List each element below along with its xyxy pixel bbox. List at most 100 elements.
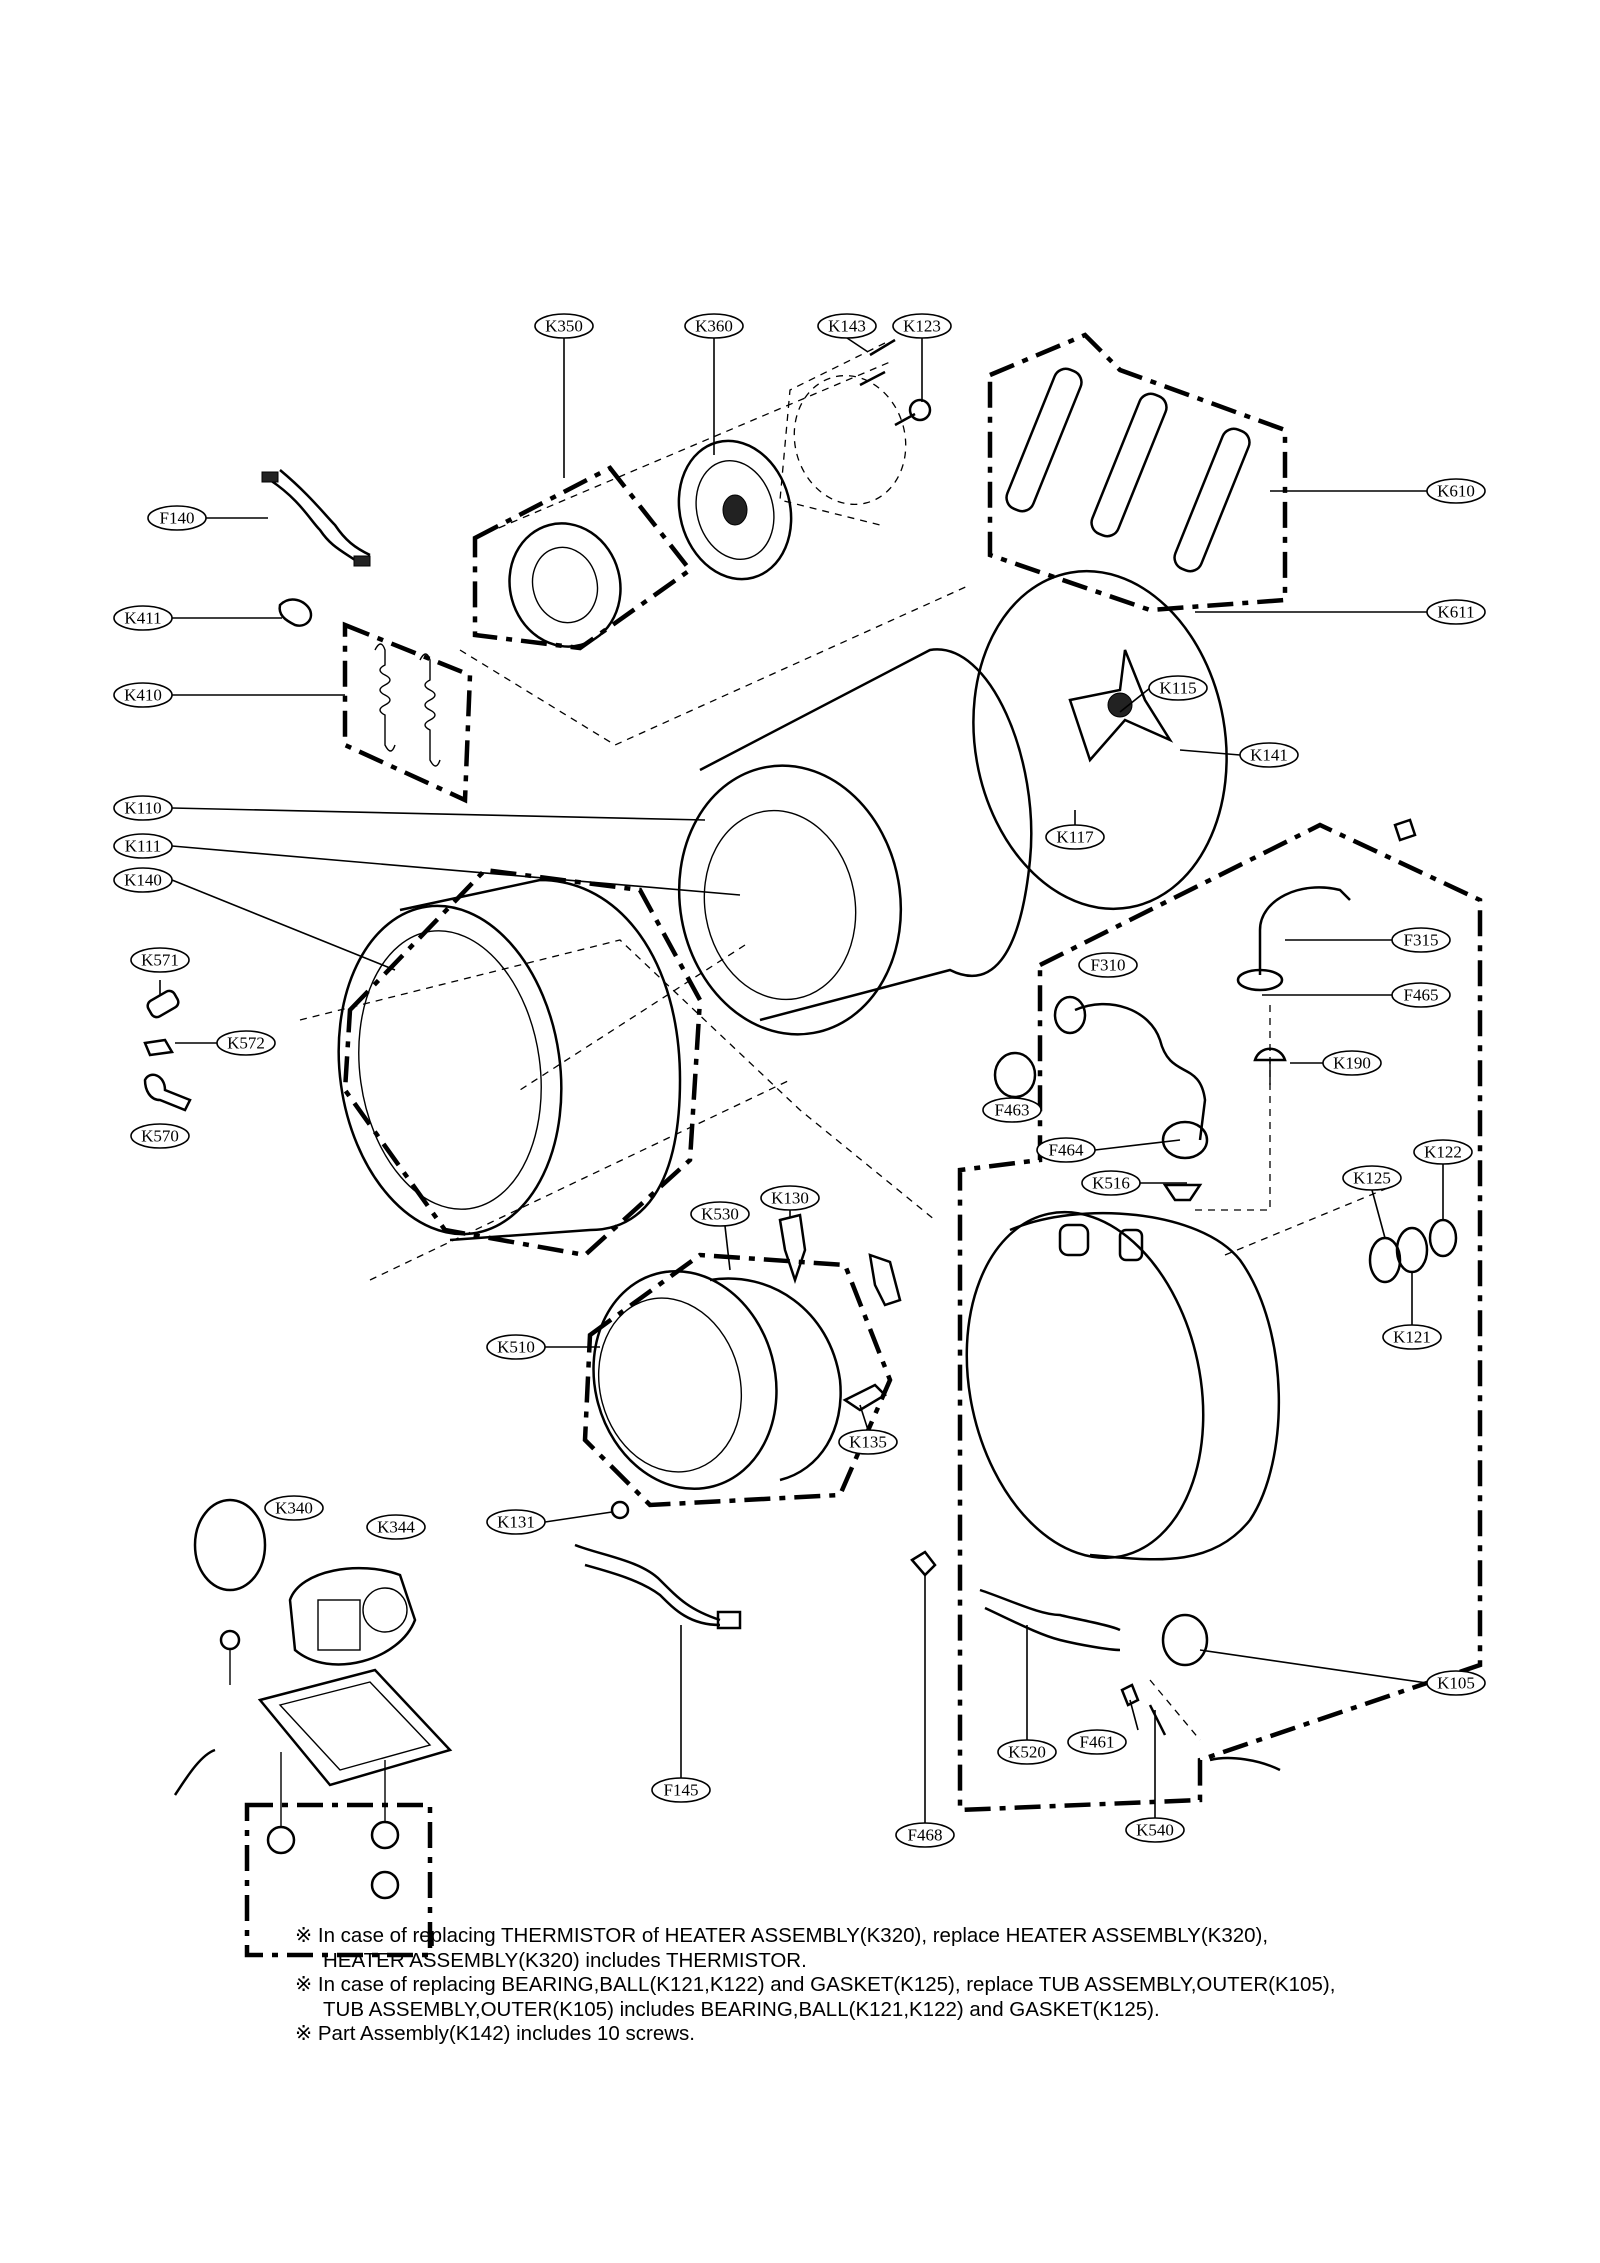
callout-k125: K125 [1342,1165,1402,1191]
callout-label: F140 [160,509,195,528]
callout-k540: K540 [1125,1817,1185,1843]
callout-k510: K510 [486,1334,546,1360]
callout-k131: K131 [486,1509,546,1535]
rotor-k360 [677,374,907,581]
callout-label: K115 [1159,679,1196,698]
note-2-line-1: ※ In case of replacing BEARING,BALL(K121… [295,1973,1336,1996]
callout-k571: K571 [130,947,190,973]
callout-k570: K570 [130,1123,190,1149]
callout-k130: K130 [760,1185,820,1211]
callout-label: K410 [124,686,162,705]
callout-label: F315 [1404,931,1439,950]
footnotes: ※ In case of replacing THERMISTOR of HEA… [295,1924,1445,2047]
pump-bracket [173,1629,453,1900]
group-k350-outline [472,465,694,651]
callout-label: K140 [124,871,162,890]
callout-label: K117 [1056,828,1094,847]
callout-f468: F468 [895,1822,955,1848]
callout-label: K122 [1424,1143,1462,1162]
bolts-k143-k123 [859,338,932,427]
callout-k140: K140 [113,867,173,893]
callout-k410: K410 [113,682,173,708]
callout-k344: K344 [366,1514,426,1540]
callout-k105: K105 [1426,1670,1486,1696]
callout-label: K610 [1437,482,1475,501]
group-outlines [244,332,1483,1958]
callout-label: K111 [125,837,162,856]
callout-label: K143 [828,317,866,336]
callout-k520: K520 [997,1739,1057,1765]
callout-k572: K572 [216,1030,276,1056]
callout-label: K360 [695,317,733,336]
callout-k115: K115 [1148,675,1208,701]
front-tub-k140 [337,878,682,1242]
callout-k110: K110 [113,795,173,821]
callout-label: K516 [1092,1174,1130,1193]
callout-f140: F140 [147,505,207,531]
outer-tub-k105 [965,1210,1281,1561]
callout-label: F464 [1049,1141,1084,1160]
callout-f461: F461 [1067,1729,1127,1755]
callout-label: K540 [1136,1821,1174,1840]
group-k410-outline [342,621,473,804]
callout-label: K135 [849,1433,887,1452]
callout-label: F461 [1080,1733,1115,1752]
callout-label: K130 [771,1189,809,1208]
callout-k141: K141 [1239,742,1299,768]
callout-label: K131 [497,1513,535,1532]
callout-f315: F315 [1391,927,1451,953]
callout-label: K123 [903,317,941,336]
note-1-line-1: ※ In case of replacing THERMISTOR of HEA… [295,1924,1269,1947]
callout-label: K510 [497,1338,535,1357]
callout-label: K340 [275,1499,313,1518]
note-2-line-2: TUB ASSEMBLY,OUTER(K105) includes BEARIN… [323,1997,1160,2021]
leader-lines [159,337,1444,1823]
callout-labels: K350 K360 K143 K123 K610 K611 F140 K411 … [113,313,1486,1848]
springs-k410 [374,643,441,767]
inner-drum-k110 [677,648,1033,1036]
dampers-k610 [1005,367,1251,573]
spider-k115 [1068,649,1174,763]
callout-k360: K360 [684,313,744,339]
group-k140-outline [342,867,703,1258]
callout-k135: K135 [838,1429,898,1455]
group-filter-outline [244,1802,433,1958]
callout-label: K125 [1353,1169,1391,1188]
callout-k350: K350 [534,313,594,339]
hinge-parts-k130-k135 [778,1213,902,1412]
callout-label: K110 [124,799,161,818]
callout-label: K530 [701,1205,739,1224]
callout-k340: K340 [264,1495,324,1521]
pump-k340-k344 [193,1498,417,1666]
group-k610-outline [987,332,1288,613]
callout-label: K105 [1437,1674,1475,1693]
callout-label: K121 [1393,1328,1431,1347]
callout-label: F465 [1404,986,1439,1005]
clip-k411 [278,598,313,627]
callout-label: F145 [664,1781,699,1800]
callout-label: K141 [1250,746,1288,765]
callout-k123: K123 [892,313,952,339]
callout-k530: K530 [690,1201,750,1227]
note-3-line-1: ※ Part Assembly(K142) includes 10 screws… [295,2022,696,2045]
callout-label: K570 [141,1127,179,1146]
callout-label: F463 [995,1101,1030,1120]
callout-k117: K117 [1045,824,1105,850]
callout-label: K572 [227,1034,265,1053]
callout-k411: K411 [113,605,173,631]
callout-f145: F145 [651,1777,711,1803]
rotor-k350 [508,522,622,648]
callout-k122: K122 [1413,1139,1473,1165]
callout-k516: K516 [1081,1170,1141,1196]
callout-label: K571 [141,951,179,970]
gasket-k141 [972,569,1228,911]
alignment-lines [299,342,1396,1741]
door-gasket-k510 [592,1269,842,1491]
callout-label: K344 [377,1518,415,1537]
drain-hose-k520 [910,1550,1281,1772]
wire-harness-f140 [261,469,371,567]
callout-label: K411 [124,609,161,628]
callout-label: K611 [1437,603,1474,622]
small-parts [993,818,1417,1202]
callout-k111: K111 [113,833,173,859]
